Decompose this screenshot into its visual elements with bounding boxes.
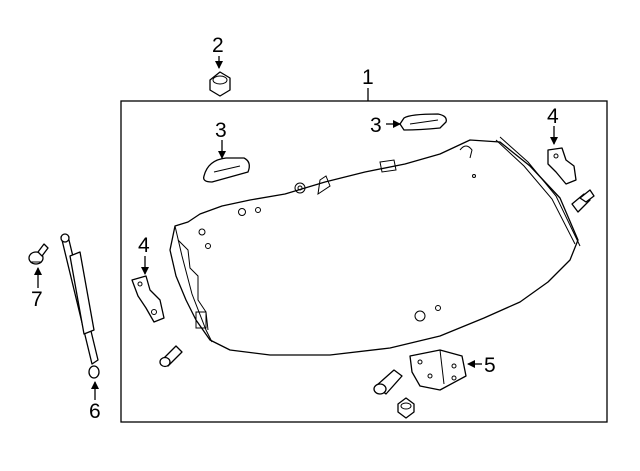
nut-part-2[interactable] [209,71,231,97]
hinge-part-5[interactable] [409,349,467,391]
callout-5: 5 [484,354,496,377]
callout-leaders [34,56,558,400]
bolt-lower-left[interactable] [159,345,183,368]
callout-1: 1 [362,66,374,89]
callout-3b: 3 [370,114,382,137]
hinge-bracket-right[interactable] [547,147,577,185]
callout-4a: 4 [138,234,150,257]
nut-hinge[interactable] [397,397,415,419]
bolt-hinge[interactable] [373,369,403,395]
callout-2: 2 [212,34,224,57]
callout-6: 6 [89,400,101,423]
liftgate-glass[interactable] [169,136,581,356]
ball-stud-part-7[interactable] [28,243,49,265]
bumper-pad-left[interactable] [203,157,250,183]
assembly-frame [120,100,608,423]
bumper-pad-top[interactable] [399,113,447,131]
bolt-right[interactable] [571,189,595,213]
lift-support-strut[interactable] [60,233,100,379]
callout-4b: 4 [547,105,559,128]
callout-3a: 3 [215,119,227,142]
hinge-bracket-left[interactable] [131,275,165,323]
callout-7: 7 [31,288,43,311]
